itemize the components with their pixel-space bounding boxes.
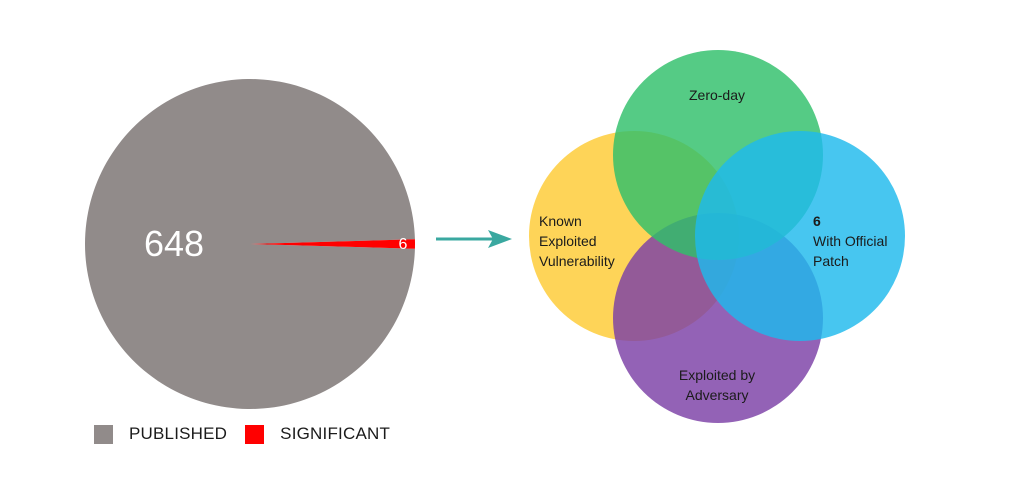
legend-swatch-significant bbox=[245, 424, 265, 444]
pie-chart: 648 6 bbox=[84, 79, 415, 410]
venn-circle-with-official-patch bbox=[695, 131, 905, 341]
legend-item-significant: SIGNIFICANT bbox=[245, 424, 390, 444]
venn-label-exploited-by-adversary-line-0: Exploited by bbox=[679, 367, 755, 383]
venn-label-exploited-by-adversary-line-1: Adversary bbox=[685, 387, 748, 403]
data-label-published: 648 bbox=[144, 223, 204, 264]
pie-slice-significant bbox=[250, 239, 415, 249]
venn-label-known-exploited-vulnerability-line-1: Exploited bbox=[539, 233, 597, 249]
data-label-significant: 6 bbox=[399, 236, 408, 253]
venn-label-with-official-patch-line-0: 6 bbox=[813, 213, 821, 229]
pie-legend: PUBLISHED SIGNIFICANT bbox=[94, 424, 408, 444]
venn-label-zero-day-line-0: Zero-day bbox=[689, 87, 745, 103]
venn-label-known-exploited-vulnerability-line-2: Vulnerability bbox=[539, 253, 615, 269]
legend-item-published: PUBLISHED bbox=[94, 424, 227, 444]
legend-swatch-published bbox=[94, 424, 113, 444]
legend-label-published: PUBLISHED bbox=[129, 424, 228, 443]
venn-label-with-official-patch-line-2: Patch bbox=[813, 253, 849, 269]
arrow-head bbox=[488, 230, 512, 248]
arrow-right-icon bbox=[436, 230, 512, 248]
venn-label-with-official-patch-line-1: With Official bbox=[813, 233, 887, 249]
venn-label-known-exploited-vulnerability-line-0: Known bbox=[539, 213, 582, 229]
legend-label-significant: SIGNIFICANT bbox=[280, 424, 391, 443]
pie-slice-published bbox=[84, 79, 415, 410]
